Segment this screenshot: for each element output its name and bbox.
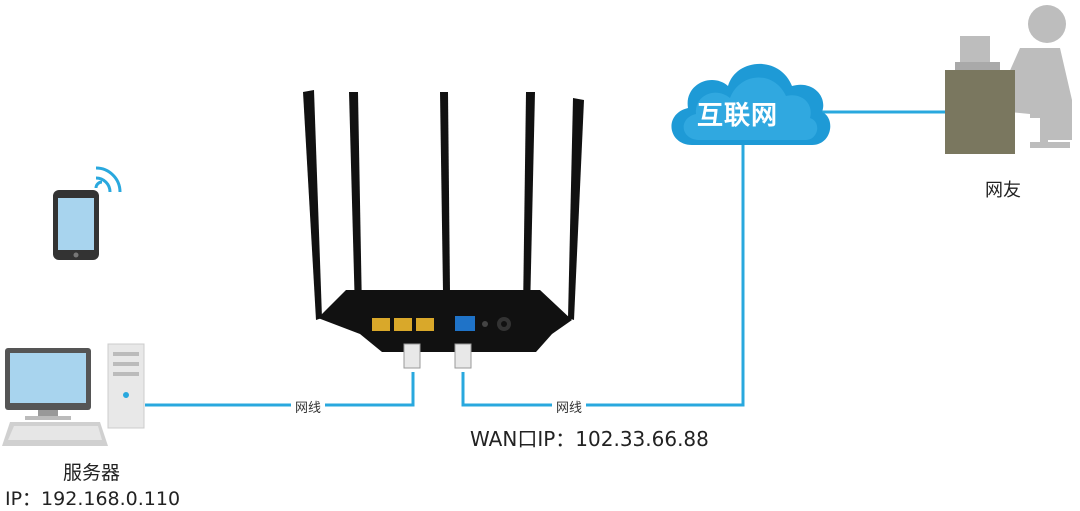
internet-to-router-cable	[461, 140, 745, 407]
router-to-server-cable	[145, 372, 415, 407]
internet-label: 互联网	[697, 101, 779, 131]
cables	[145, 110, 945, 407]
router-icon	[303, 90, 584, 369]
wan-ip-label: WAN口IP：102.33.66.88	[470, 427, 709, 451]
friend-label: 网友	[985, 180, 1021, 201]
cable-label-left: 网线	[291, 397, 326, 416]
server-label: 服务器	[63, 462, 121, 484]
friend-computer-icon	[945, 5, 1072, 154]
tablet-icon	[53, 190, 99, 260]
wifi-icon	[94, 166, 122, 193]
cable-label-right: 网线	[552, 397, 587, 416]
server-desktop-icon	[2, 343, 145, 446]
cloud-icon	[671, 63, 831, 145]
server-ip-label: IP：192.168.0.110	[5, 488, 181, 510]
